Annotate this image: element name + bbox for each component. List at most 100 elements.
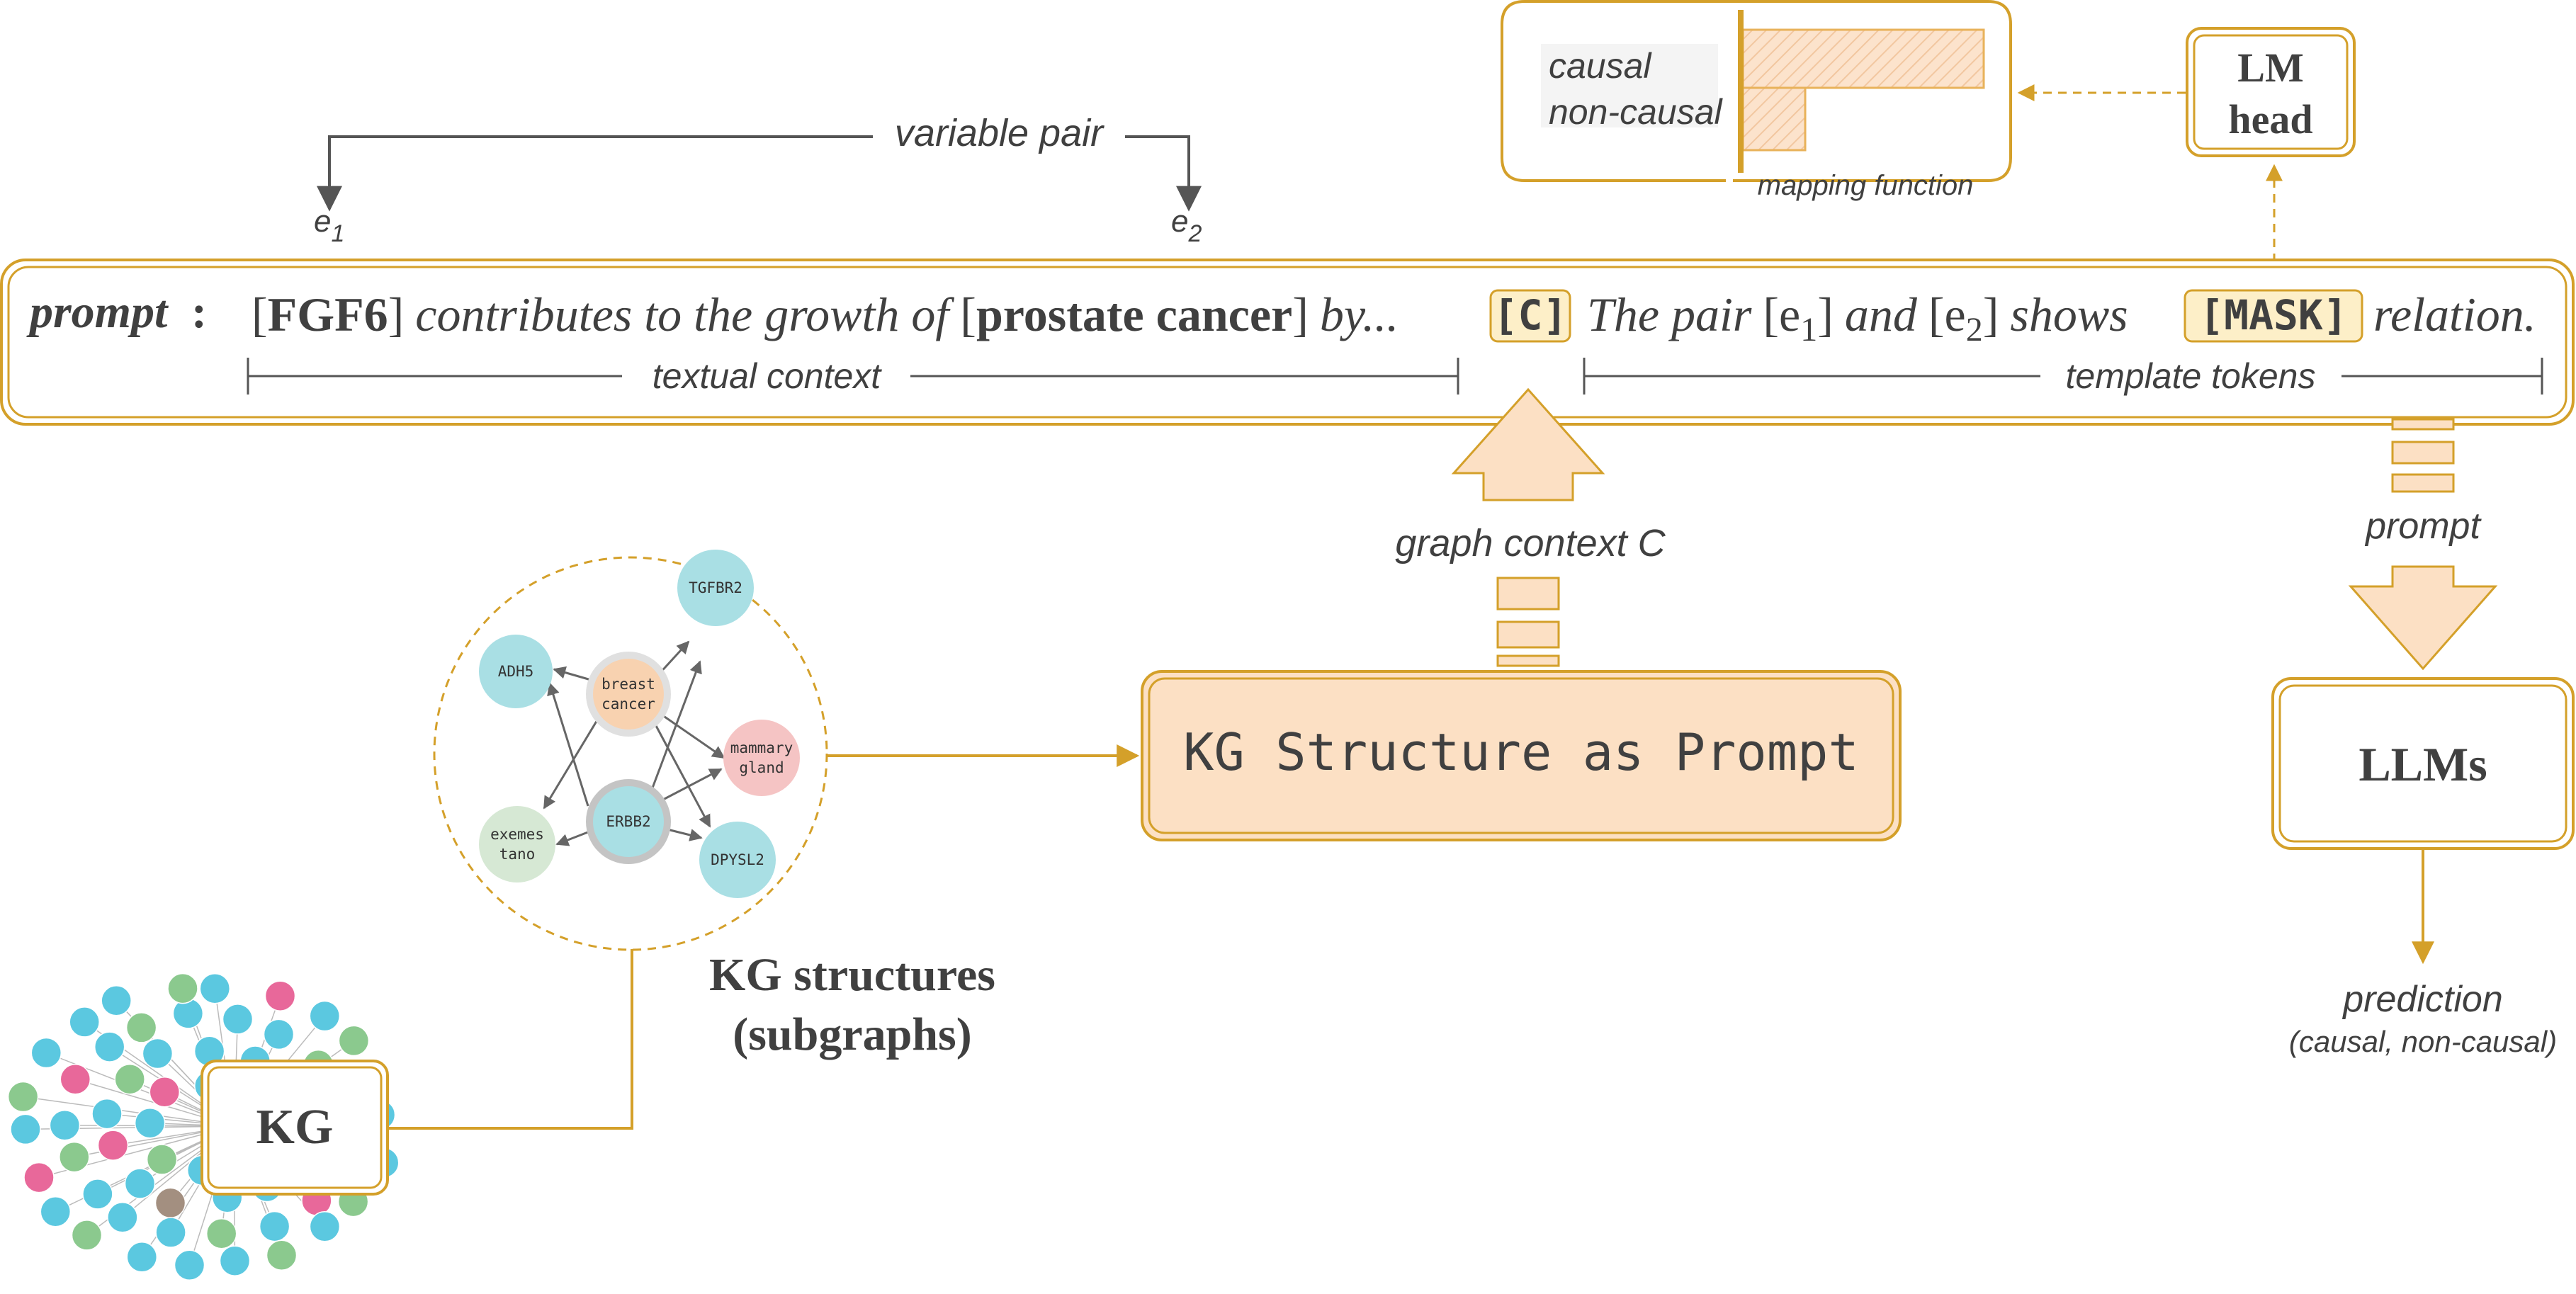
svg-text:gland: gland: [739, 759, 784, 776]
mapping-function-caption: mapping function: [1758, 170, 1974, 201]
node-dpysl2: [699, 822, 776, 898]
node-erbb2: [593, 786, 664, 857]
kg-node: [134, 1107, 166, 1139]
svg-text:breast: breast: [601, 676, 655, 693]
prompt-box: prompt : [FGF6]contributes to the growth…: [0, 259, 2575, 426]
graph-context-arrow: graph context C: [1395, 387, 1666, 667]
kg-node: [60, 1064, 91, 1095]
kg-node: [69, 1006, 100, 1038]
kg-node: [30, 1037, 62, 1069]
kg-node: [40, 1196, 72, 1227]
subgraph-nodes: ADH5 breast cancer TGFBR2 mammary gland …: [479, 550, 800, 898]
kg-node: [264, 980, 296, 1011]
node-mammary-gland: [723, 720, 800, 796]
kg-structure-prompt-box: KG Structure as Prompt: [1141, 670, 1902, 841]
kg-node: [107, 1202, 138, 1233]
c-token: [C]: [1493, 291, 1568, 339]
mask-token-bg: [2184, 289, 2363, 343]
kg-node: [172, 998, 204, 1029]
prompt-label: prompt: [26, 286, 169, 338]
kg-node: [338, 1025, 370, 1057]
template-tokens-label: template tokens: [2066, 356, 2316, 396]
mapping-function-box: causal non-causal mapping function: [1501, 0, 2012, 201]
kg-node: [205, 1218, 237, 1249]
lm-head-line2: head: [2228, 96, 2312, 142]
kg-node: [114, 1063, 145, 1095]
variable-pair-label: variable pair: [895, 112, 1105, 154]
non-causal-label: non-causal: [1549, 92, 1723, 132]
svg-text:ADH5: ADH5: [498, 663, 534, 680]
kg-node: [154, 1187, 186, 1219]
svg-text:DPYSL2: DPYSL2: [711, 851, 764, 868]
prompt-text-part2: The pair[e1]and[e2]shows: [1587, 288, 2128, 348]
node-exemestano: [479, 806, 555, 882]
prompt-colon: :: [191, 286, 207, 338]
template-tokens-bracket: template tokens: [1583, 356, 2543, 396]
kg-label: KG: [256, 1100, 334, 1154]
variable-pair-bracket: variable pair e1 e2: [314, 112, 1202, 247]
kg-node: [309, 1211, 341, 1242]
svg-text:exemes: exemes: [490, 826, 544, 843]
llms-label: LLMs: [2358, 737, 2487, 791]
kg-node: [263, 1018, 295, 1050]
llms-box: LLMs: [2271, 677, 2575, 850]
graph-context-label: graph context C: [1395, 522, 1666, 564]
mask-token: [MASK]: [2199, 291, 2348, 339]
svg-text:ERBB2: ERBB2: [606, 813, 650, 830]
node-breast-cancer: [593, 659, 664, 730]
kg-box: KG: [200, 1060, 389, 1196]
causal-label: causal: [1549, 46, 1652, 86]
kg-node: [126, 1242, 158, 1273]
kg-node: [101, 985, 132, 1016]
node-adh5: [479, 635, 553, 708]
svg-text:cancer: cancer: [601, 696, 655, 713]
kg-node: [146, 1144, 178, 1175]
c-token-bg: [1489, 289, 1571, 343]
svg-text:TGFBR2: TGFBR2: [689, 579, 742, 596]
kg-node: [49, 1110, 81, 1141]
prompt-relation: relation.: [2373, 288, 2536, 341]
kg-node: [199, 972, 231, 1004]
kg-node: [174, 1249, 205, 1281]
kg-node: [7, 1081, 39, 1113]
entity1: FGF6: [268, 288, 388, 341]
prediction-title: prediction: [2341, 979, 2502, 1020]
lm-head-box: LM head: [2186, 27, 2356, 157]
kg-node: [94, 1031, 125, 1062]
subgraph-view: ADH5 breast cancer TGFBR2 mammary gland …: [433, 550, 828, 951]
kg-node: [59, 1141, 90, 1173]
textual-context-bracket: textual context: [247, 356, 1459, 396]
kg-to-subgraph-connector: [386, 949, 633, 1130]
kg-node: [124, 1168, 156, 1199]
kg-node: [167, 972, 198, 1004]
kg-node: [266, 1239, 298, 1271]
kg-edge: [23, 1096, 235, 1127]
kg-node: [23, 1162, 55, 1193]
textual-context-label: textual context: [653, 356, 883, 396]
e1-label: e1: [314, 204, 344, 247]
right-prompt-label: prompt: [2364, 506, 2482, 547]
kg-node: [155, 1217, 186, 1248]
subgraph-edges: [543, 640, 725, 846]
kg-structures-line2: (subgraphs): [733, 1009, 971, 1060]
prompt-down-arrow: prompt: [2348, 418, 2498, 671]
mapping-label-bg: [1541, 44, 1718, 127]
kg-node: [142, 1038, 174, 1069]
kg-structures-line1: KG structures: [709, 949, 995, 1001]
kg-node: [91, 1098, 123, 1130]
kg-node: [259, 1210, 290, 1242]
kg-node: [97, 1130, 129, 1161]
kg-node: [10, 1113, 41, 1145]
causal-bar: [1741, 28, 1985, 89]
kg-node: [149, 1077, 181, 1108]
kg-node: [125, 1012, 157, 1043]
entity2: prostate cancer: [976, 288, 1292, 341]
lm-head-line1: LM: [2237, 45, 2303, 91]
kg-node: [71, 1220, 103, 1251]
svg-text:mammary: mammary: [730, 739, 793, 756]
non-causal-bar: [1741, 86, 1807, 152]
kg-structure-prompt-label: KG Structure as Prompt: [1183, 722, 1859, 782]
kg-node: [82, 1179, 113, 1210]
e2-label: e2: [1171, 204, 1202, 247]
